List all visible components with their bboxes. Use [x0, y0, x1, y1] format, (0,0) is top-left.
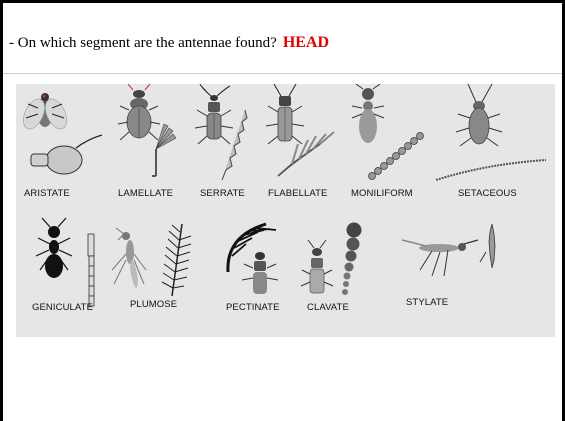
label-pectinate: PECTINATE [226, 302, 280, 313]
answer-text: HEAD [283, 34, 329, 51]
setaceous-antenna-icon [436, 160, 546, 180]
label-geniculate: GENICULATE [32, 302, 93, 313]
label-moniliform: MONILIFORM [351, 188, 413, 199]
label-serrate: SERRATE [200, 188, 245, 199]
clavate-beetle-icon [301, 240, 333, 293]
label-clavate: CLAVATE [307, 302, 349, 313]
lamellate-antenna-icon [152, 124, 176, 176]
label-aristate: ARISTATE [24, 188, 70, 199]
slide-left-border [0, 0, 3, 421]
label-stylate: STYLATE [406, 297, 448, 308]
fly-stylate-icon [402, 240, 478, 276]
mosquito-icon [112, 228, 146, 288]
label-lamellate: LAMELLATE [118, 188, 173, 199]
pectinate-antenna-icon [228, 224, 276, 272]
question-text: - On which segment are the antennae foun… [9, 35, 277, 51]
termite-icon [352, 84, 384, 143]
plumose-antenna-icon [162, 224, 191, 296]
scarab-beetle-icon [118, 84, 160, 140]
moniliform-antenna-icon [369, 133, 424, 180]
clavate-antenna-icon [342, 223, 362, 296]
question-line: - On which segment are the antennae foun… [9, 34, 329, 52]
geniculate-antenna-icon [88, 234, 94, 306]
label-setaceous: SETACEOUS [458, 188, 517, 199]
serrate-beetle-icon [195, 84, 233, 144]
stylate-antenna-icon [480, 224, 495, 268]
fly-icon [19, 93, 71, 132]
aristate-antenna-icon [31, 135, 102, 174]
header-divider [3, 73, 562, 74]
label-flabellate: FLABELLATE [268, 188, 327, 199]
antenna-types-figure: ARISTATE LAMELLATE SERRATE FLABELLATE MO… [16, 84, 555, 337]
antenna-illustrations [16, 84, 555, 337]
serrate-antenna-icon [222, 110, 247, 180]
label-plumose: PLUMOSE [130, 299, 177, 310]
cockroach-icon [456, 84, 502, 146]
flabellate-beetle-icon [266, 84, 304, 144]
slide-top-border [0, 0, 565, 3]
ant-icon [36, 218, 72, 278]
pectinate-beetle-icon [242, 252, 278, 294]
